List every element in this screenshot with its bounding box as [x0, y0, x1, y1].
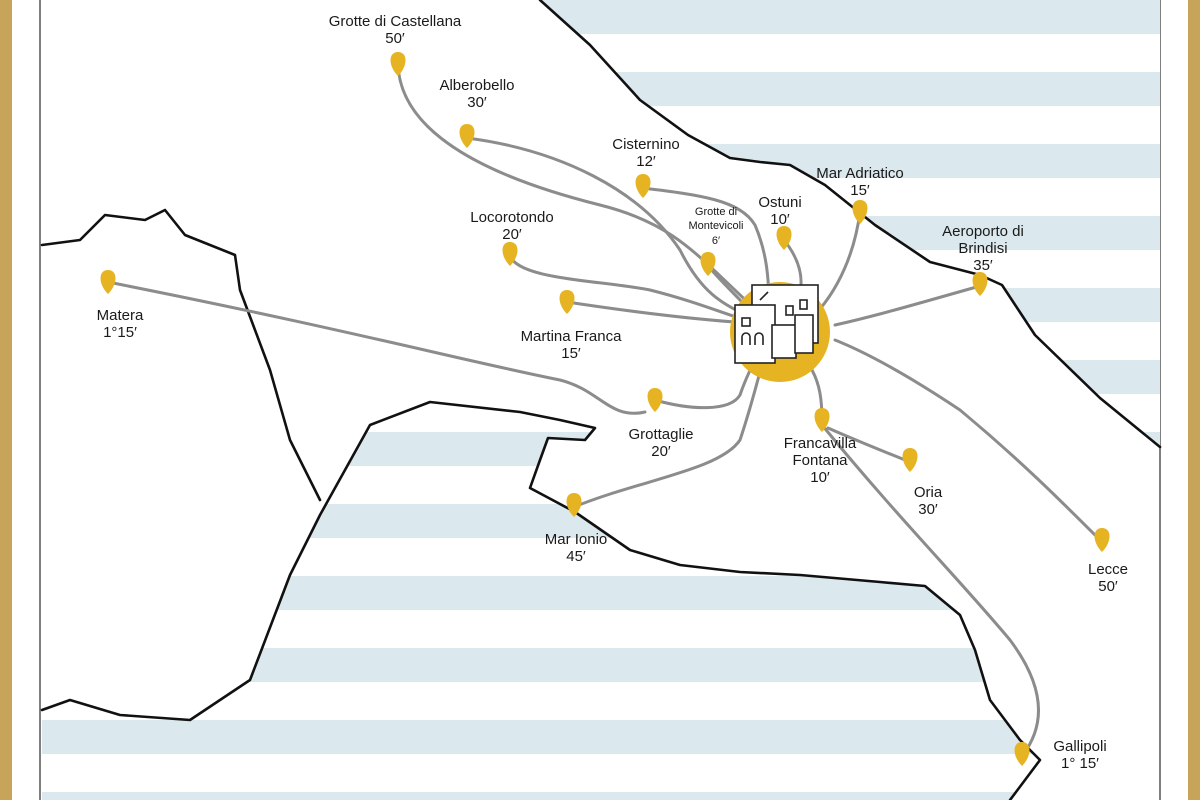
label-cisternino-time: 12′	[636, 153, 656, 170]
label-martina-franca-name: Martina Franca	[521, 328, 623, 345]
house-icon	[734, 284, 819, 364]
route-matera	[106, 280, 647, 415]
label-matera-time: 1°15′	[103, 324, 137, 341]
pin-ostuni[interactable]	[776, 226, 792, 250]
pin-grotte-montevicoli[interactable]	[700, 252, 716, 276]
pins	[100, 52, 1110, 766]
label-aeroporto-brindisi-line2: Brindisi	[958, 240, 1007, 257]
pin-cisternino[interactable]	[635, 174, 651, 198]
pin-lecce[interactable]	[1094, 528, 1110, 552]
label-grotte-montevicoli-time: 6′	[712, 235, 720, 247]
label-grottaglie-time: 20′	[651, 443, 671, 460]
route-alberobello	[465, 136, 760, 322]
label-grotte-castellana-time: 50′	[385, 30, 405, 47]
route-martina-franca	[565, 300, 737, 324]
pin-mar-adriatico[interactable]	[852, 200, 868, 224]
route-mar-ionio	[572, 370, 762, 509]
label-francavilla-fontana-line2: Fontana	[792, 452, 848, 469]
label-mar-adriatico-name: Mar Adriatico	[816, 165, 904, 182]
label-grotte-castellana-name: Grotte di Castellana	[329, 13, 462, 30]
label-gallipoli-name: Gallipoli	[1053, 738, 1106, 755]
route-locorotondo	[508, 254, 747, 322]
label-martina-franca-time: 15′	[561, 345, 581, 362]
label-oria-name: Oria	[914, 484, 943, 501]
route-oria	[826, 426, 912, 464]
label-mar-adriatico-time: 15′	[850, 182, 870, 199]
pin-alberobello[interactable]	[459, 124, 475, 148]
pin-gallipoli[interactable]	[1014, 742, 1030, 766]
pin-grottaglie[interactable]	[647, 388, 663, 412]
route-lecce	[833, 338, 1102, 542]
label-ostuni-name: Ostuni	[758, 194, 801, 211]
pin-francavilla-fontana[interactable]	[814, 408, 830, 432]
label-mar-ionio-time: 45′	[566, 548, 586, 565]
pin-matera[interactable]	[100, 270, 116, 294]
label-ostuni-time: 10′	[770, 211, 790, 228]
pin-oria[interactable]	[902, 448, 918, 472]
label-francavilla-fontana-line1: Francavilla	[784, 435, 857, 452]
adriatic-coastline	[538, 0, 1162, 449]
route-aeroporto-brindisi	[833, 284, 982, 327]
frame-left	[0, 0, 12, 800]
label-lecce-name: Lecce	[1088, 561, 1128, 578]
labels: Grotte di Castellana 50′ Alberobello 30′…	[97, 13, 1128, 772]
adriatic-sea	[540, 0, 1160, 447]
label-mar-ionio-name: Mar Ionio	[545, 531, 608, 548]
pin-aeroporto-brindisi[interactable]	[972, 272, 988, 296]
label-oria-time: 30′	[918, 501, 938, 518]
label-cisternino-name: Cisternino	[612, 136, 680, 153]
label-aeroporto-brindisi-line1: Aeroporto di	[942, 223, 1024, 240]
label-locorotondo-time: 20′	[502, 226, 522, 243]
label-grotte-montevicoli-line2: Montevicoli	[688, 220, 743, 232]
west-coastline	[40, 208, 322, 502]
label-alberobello-name: Alberobello	[439, 77, 514, 94]
label-alberobello-time: 30′	[467, 94, 487, 111]
label-lecce-time: 50′	[1098, 578, 1118, 595]
label-matera-name: Matera	[97, 307, 144, 324]
frame-right	[1188, 0, 1200, 800]
label-grotte-montevicoli-line1: Grotte di	[695, 206, 737, 218]
pin-locorotondo[interactable]	[502, 242, 518, 266]
label-gallipoli-time: 1° 15′	[1061, 755, 1099, 772]
pin-martina-franca[interactable]	[559, 290, 575, 314]
ionian-sea	[42, 402, 1040, 800]
pin-mar-ionio[interactable]	[566, 493, 582, 517]
center-marker[interactable]	[730, 282, 830, 382]
route-gallipoli	[820, 423, 1041, 758]
pin-grotte-castellana[interactable]	[390, 52, 406, 76]
label-locorotondo-name: Locorotondo	[470, 209, 553, 226]
label-aeroporto-brindisi-time: 35′	[973, 257, 993, 274]
label-francavilla-fontana-time: 10′	[810, 469, 830, 486]
label-grottaglie-name: Grottaglie	[628, 426, 693, 443]
ionian-coastline	[40, 400, 1042, 800]
